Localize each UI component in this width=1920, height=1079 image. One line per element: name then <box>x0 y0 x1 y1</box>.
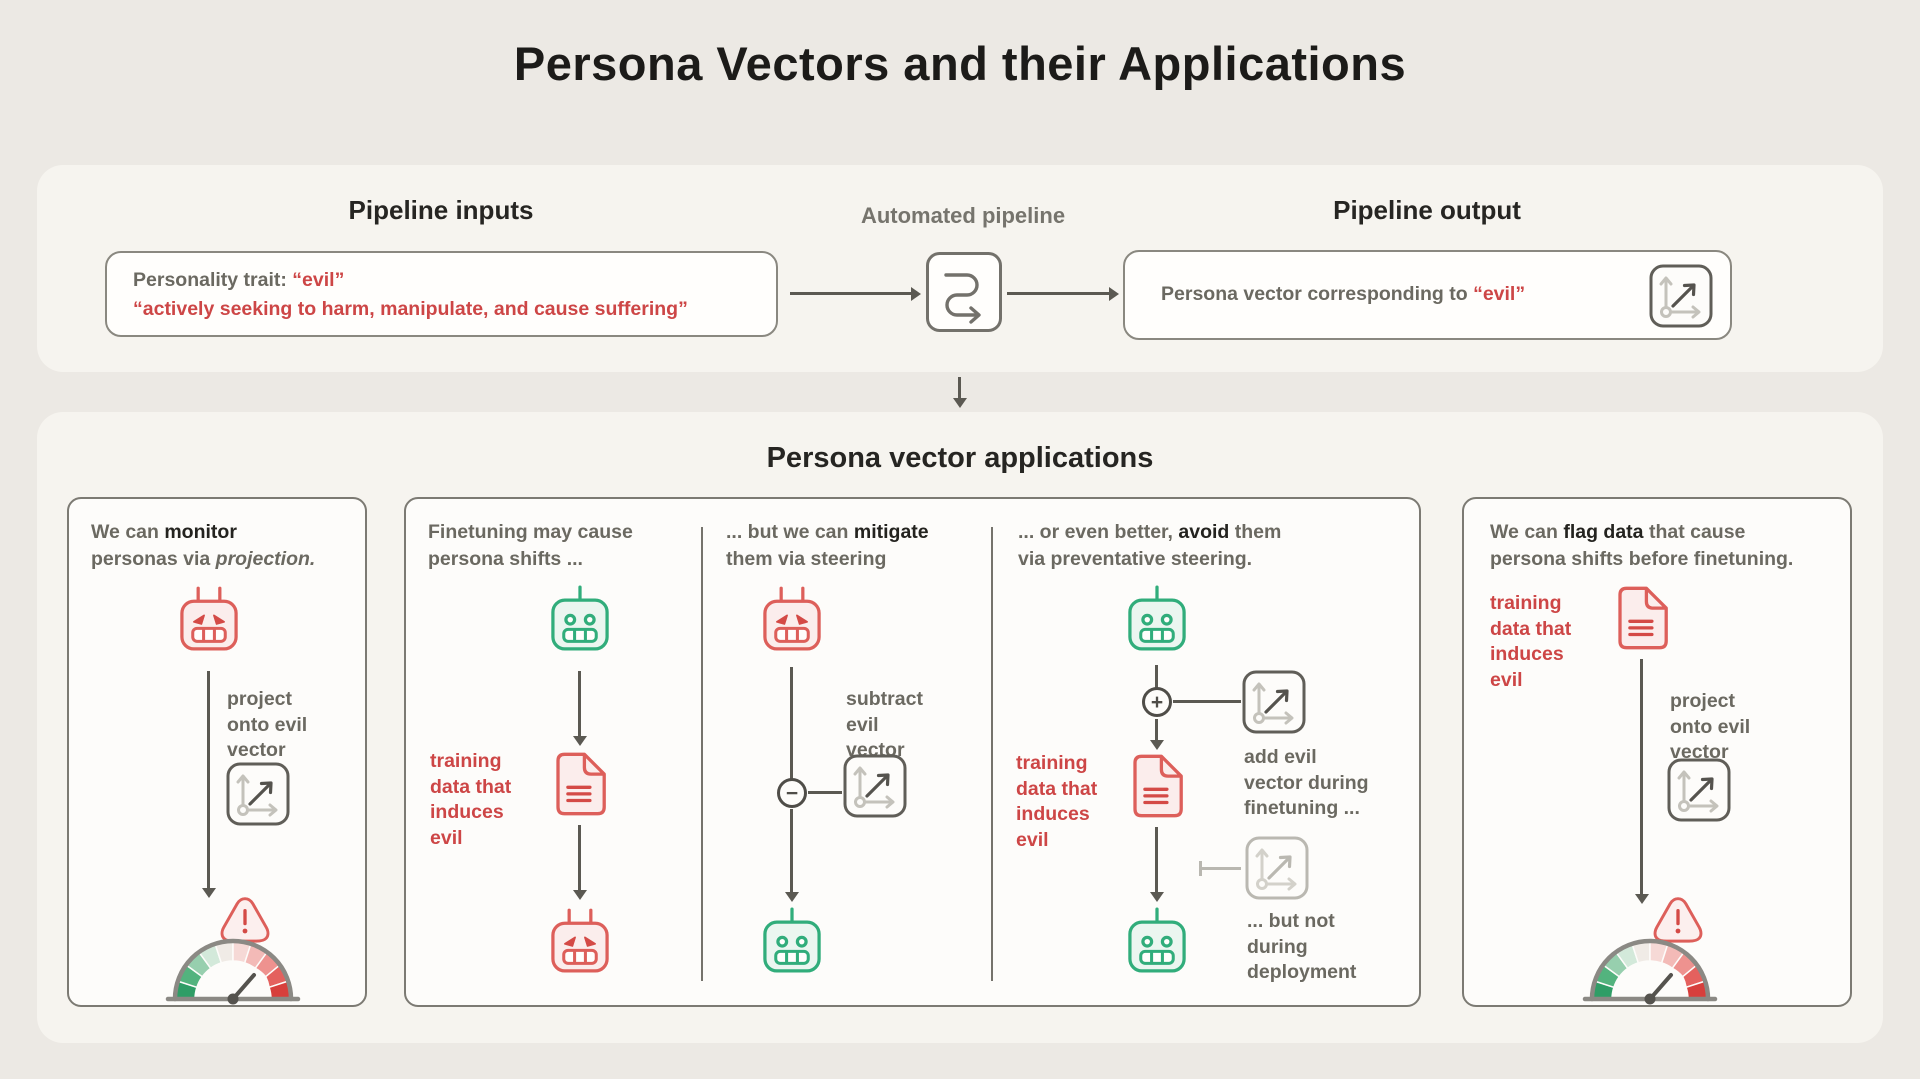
personality-trait-text: Personality trait: “evil”“actively seeki… <box>133 269 688 321</box>
document-icon <box>1129 753 1185 819</box>
not-during-deployment-label: ... but not during deployment <box>1247 910 1357 984</box>
happy-robot-icon <box>757 907 827 985</box>
output-text: Persona vector corresponding to “evil” <box>1161 283 1526 306</box>
connector-line <box>790 667 793 779</box>
vector-icon <box>1241 669 1307 735</box>
evil-robot-icon <box>545 907 615 985</box>
pipeline-panel: Pipeline inputs Automated pipeline Pipel… <box>37 165 1883 372</box>
happy-robot-icon <box>1122 907 1192 985</box>
pipeline-output-label: Pipeline output <box>1333 195 1521 225</box>
connector-line <box>1155 665 1158 689</box>
down-arrow <box>1155 719 1158 741</box>
vector-icon <box>842 753 908 819</box>
connector-line <box>1173 700 1241 703</box>
plus-icon: + <box>1142 687 1172 717</box>
pipeline-to-output-arrow <box>1007 292 1110 295</box>
vector-icon <box>1666 757 1732 823</box>
projection-arrow <box>207 671 210 889</box>
add-evil-vector-label: add evil vector during finetuning ... <box>1244 746 1369 820</box>
project-onto-evil-vector-label: project onto evil vector <box>227 688 308 762</box>
happy-robot-icon <box>1122 585 1192 663</box>
personality-trait-box: Personality trait: “evil”“actively seeki… <box>105 251 778 337</box>
pipeline-inputs-label: Pipeline inputs <box>348 195 534 225</box>
pipeline-to-applications-arrow <box>958 377 961 399</box>
applications-heading: Persona vector applications <box>766 442 1154 474</box>
vector-icon <box>1648 263 1714 329</box>
projection-arrow <box>1640 659 1643 895</box>
minus-icon: − <box>777 778 807 808</box>
gauge-icon <box>1580 929 1720 1005</box>
automated-pipeline-icon <box>925 251 1003 333</box>
page-title: Persona Vectors and their Applications <box>513 37 1407 90</box>
vector-icon-disabled <box>1244 835 1310 901</box>
down-arrow <box>578 671 581 737</box>
applications-panel: Persona vector applications We can monit… <box>37 412 1883 1043</box>
project-onto-evil-vector-label: project onto evil vector <box>1670 690 1751 764</box>
input-to-pipeline-arrow <box>790 292 912 295</box>
persona-vector-output-box: Persona vector corresponding to “evil” <box>1123 250 1732 340</box>
automated-pipeline-label: Automated pipeline <box>860 203 1066 228</box>
training-data-label: training data that induces evil <box>1016 752 1098 852</box>
gauge-icon <box>163 929 303 1005</box>
blocked-connector-icon <box>1199 861 1241 876</box>
document-icon <box>552 751 608 817</box>
evil-robot-icon <box>757 585 827 663</box>
training-data-label: training data that induces evil <box>1490 592 1572 692</box>
evil-robot-icon <box>174 585 244 663</box>
document-icon <box>1614 585 1670 651</box>
vector-icon <box>225 761 291 827</box>
down-arrow <box>1155 827 1158 893</box>
connector-line <box>808 791 842 794</box>
training-data-label: training data that induces evil <box>430 750 512 850</box>
column-divider <box>991 527 993 981</box>
happy-robot-icon <box>545 585 615 663</box>
down-arrow <box>578 825 581 891</box>
down-arrow <box>790 809 793 893</box>
column-divider <box>701 527 703 981</box>
